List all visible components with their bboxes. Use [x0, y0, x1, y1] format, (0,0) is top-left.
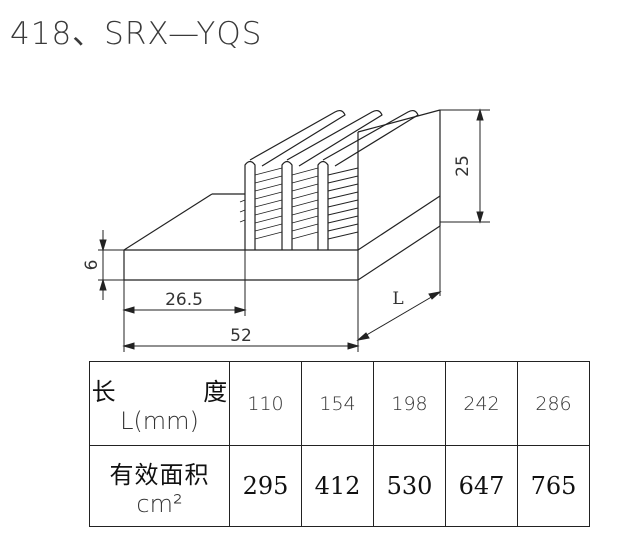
length-cell: 286 [517, 361, 590, 446]
row-header-length: 长 度 L(mm) [89, 361, 230, 446]
length-cell: 242 [445, 361, 518, 446]
spec-table: 长 度 L(mm) 110 154 198 242 286 有效面积 cm² 2… [89, 361, 590, 527]
dim-label-total-width: 52 [230, 326, 252, 346]
area-cell: 647 [445, 445, 518, 527]
diagram-title: 418、SRX—YQS [10, 16, 263, 52]
length-cell: 198 [373, 361, 446, 446]
table-row-length: 长 度 L(mm) 110 154 198 242 286 [89, 361, 590, 446]
dim-label-height: 25 [453, 155, 473, 177]
length-cell: 110 [229, 361, 302, 446]
fin-group [239, 109, 419, 250]
row-header-area: 有效面积 cm² [89, 445, 230, 527]
length-cell: 154 [301, 361, 374, 446]
area-cell: 295 [229, 445, 302, 527]
table-row-area: 有效面积 cm² 295 412 530 647 765 [89, 445, 590, 527]
dim-label-base: 6 [82, 260, 102, 271]
area-cell: 765 [517, 445, 590, 527]
dim-label-half-width: 26.5 [165, 290, 203, 310]
area-cell: 412 [301, 445, 374, 527]
dim-label-length: L [392, 289, 403, 309]
area-cell: 530 [373, 445, 446, 527]
base-front-face [123, 249, 359, 281]
heatsink-drawing: 25 6 26.5 52 L [82, 108, 490, 352]
